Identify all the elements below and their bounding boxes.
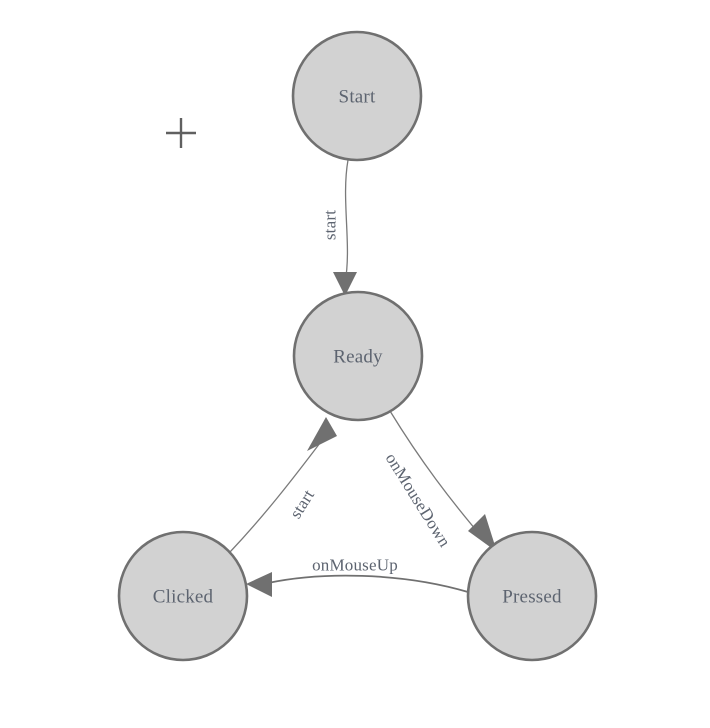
node-clicked-label: Clicked [153,587,214,608]
node-ready-label: Ready [333,347,383,368]
edge-clicked-to-ready[interactable]: start [229,417,337,553]
node-ready[interactable]: Ready [292,290,424,422]
node-start-circle[interactable] [291,30,423,162]
edge-ready-to-pressed[interactable]: onMouseDown [382,410,497,552]
node-start[interactable]: Start [291,30,423,162]
edge-pressed-to-clicked-arrowhead [246,572,272,597]
node-pressed-label: Pressed [502,587,562,608]
edge-start-to-ready-path [344,159,349,284]
edge-pressed-to-clicked-path [267,574,469,593]
edge-start-to-ready-arrowhead [333,272,357,296]
edge-label-start-to-ready: start [321,210,340,240]
node-start-label: Start [339,87,376,108]
edge-ready-to-pressed-arrowhead [468,514,497,552]
node-pressed-circle[interactable] [466,530,598,662]
edge-clicked-to-ready-path [229,442,321,553]
node-clicked[interactable]: Clicked [117,530,249,662]
edge-label-clicked-to-ready: start [286,486,318,522]
node-clicked-circle[interactable] [117,530,249,662]
node-ready-circle[interactable] [292,290,424,422]
edge-start-to-ready[interactable]: start [321,159,358,296]
edge-label-ready-to-pressed: onMouseDown [382,450,455,551]
edge-clicked-to-ready-arrowhead [307,417,337,451]
node-pressed[interactable]: Pressed [466,530,598,662]
crosshair-icon [166,118,196,148]
edge-label-pressed-to-clicked: onMouseUp [312,556,398,575]
edge-pressed-to-clicked[interactable]: onMouseUp [246,556,469,598]
